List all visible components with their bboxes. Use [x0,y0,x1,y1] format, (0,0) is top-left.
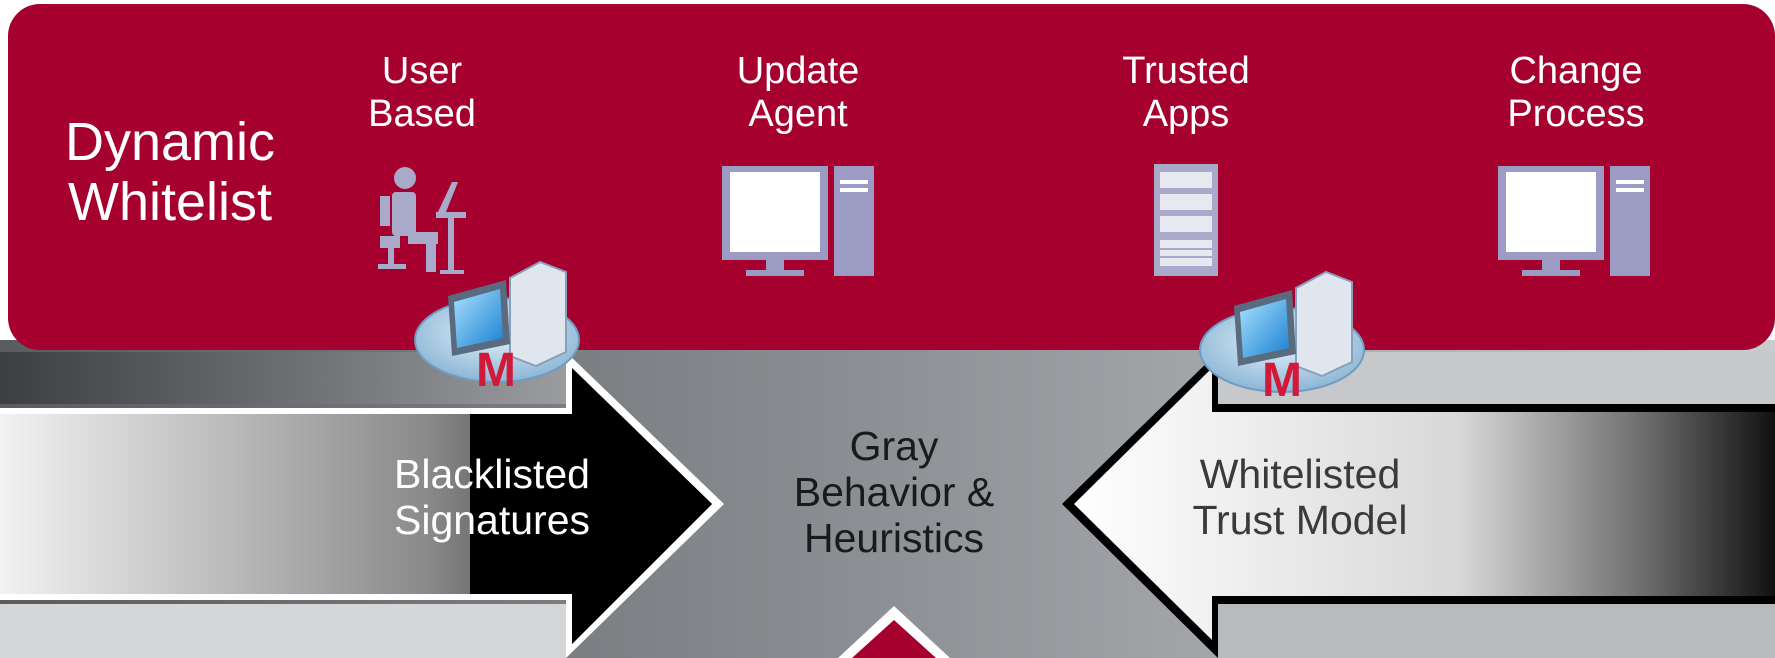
server-rack-icon [1154,164,1218,276]
left-arrow-head [572,368,712,644]
mcafee-server-icon-1: M [414,260,580,397]
item-label-trusted-apps: Trusted Apps [1086,50,1286,135]
center-line3: Heuristics [804,514,984,561]
mcafee-server-icon-2: M [1199,270,1365,407]
item-label-line2: Agent [748,92,848,135]
left-arrow-line2: Signatures [393,496,590,543]
banner-title-line1: Dynamic [64,112,276,172]
item-label-change-process: Change Process [1476,50,1676,135]
right-stub-bottom [1218,604,1775,658]
mcafee-logo-2: M [1262,354,1302,407]
mcafee-logo-1: M [476,344,516,397]
item-label-line2: Process [1507,92,1645,135]
center-line2: Behavior & [793,468,995,515]
left-stub-bottom [0,604,566,658]
center-label: Gray Behavior & Heuristics [744,423,1044,562]
right-arrow-line2: Trust Model [1192,496,1408,543]
desktop-computer-icon-2 [1498,166,1650,276]
left-arrow-dark-body [470,414,572,594]
bottom-triangle [852,620,936,658]
item-label-line2: Based [368,92,476,135]
person-at-desk-icon [378,167,466,274]
left-arrow-line1: Blacklisted [394,451,590,497]
right-arrow [1074,368,1775,640]
desktop-computer-icon-1 [722,166,874,276]
item-label-line1: Trusted [1122,50,1250,92]
left-arrow-label: Blacklisted Signatures [362,451,622,544]
item-label-update-agent: Update Agent [698,50,898,135]
right-arrow-line1: Whitelisted [1199,451,1401,497]
item-label-user-based: User Based [322,50,522,135]
right-arrow-label: Whitelisted Trust Model [1140,451,1460,544]
banner-title: Dynamic Whitelist [40,112,300,233]
item-label-line1: Change [1509,50,1643,92]
center-line1: Gray [849,423,939,469]
item-label-line2: Apps [1142,92,1230,135]
banner-title-line2: Whitelist [67,172,273,233]
item-label-line1: User [381,50,463,92]
item-label-line1: Update [736,50,860,92]
